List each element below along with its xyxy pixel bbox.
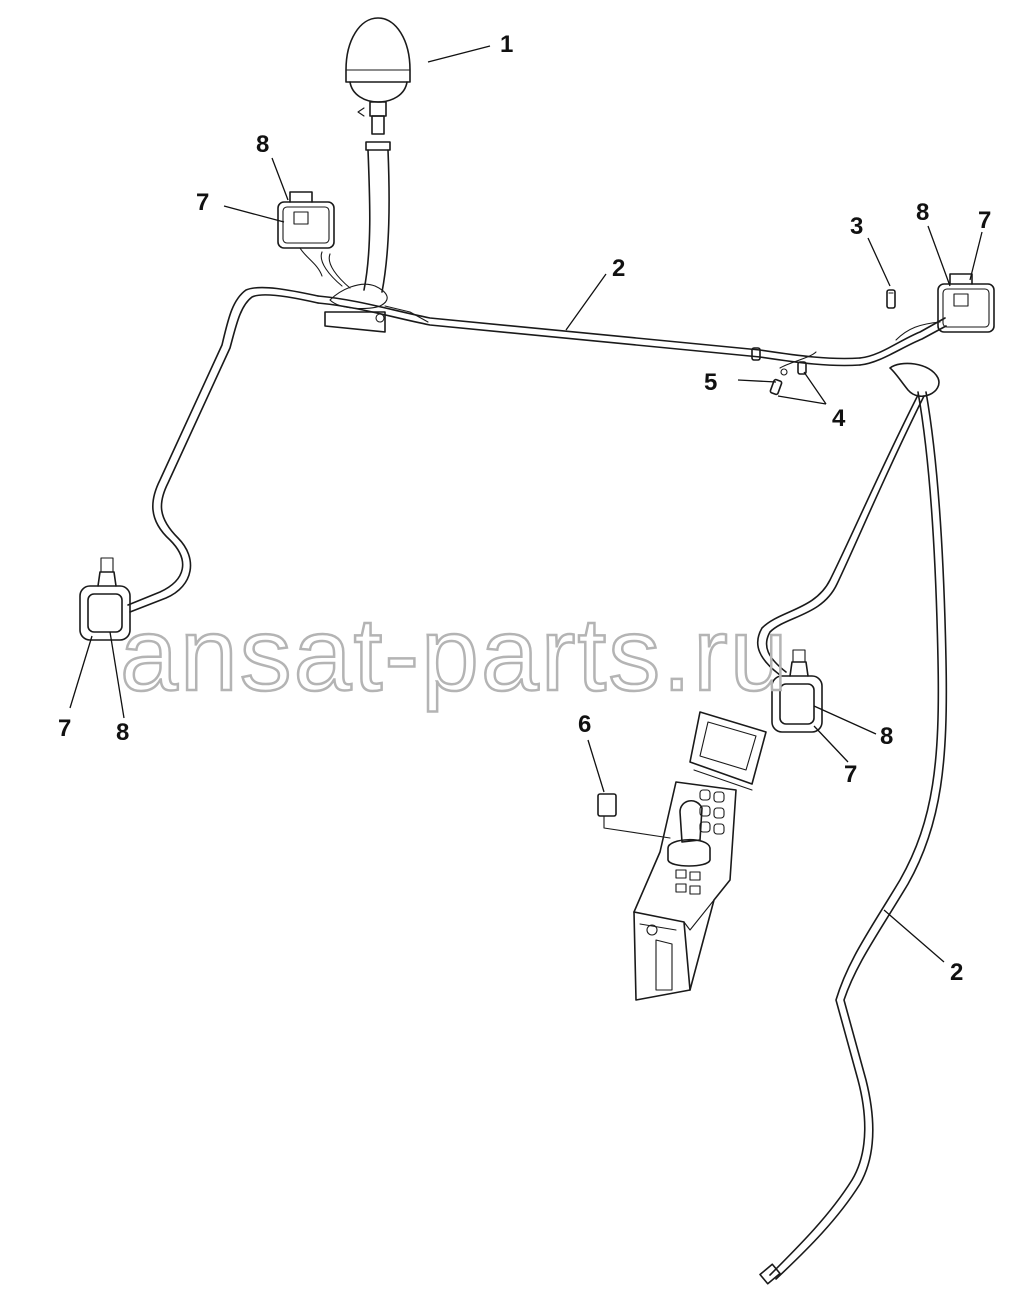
relay-component [597,793,671,839]
work-lamp-top-left [277,191,335,277]
callout-8-top-left: 8 [256,131,269,158]
console-keypad [675,789,725,895]
operator-console [633,711,767,1001]
callout-8-right: 8 [880,723,893,750]
harness-junction-bracket [320,251,429,333]
callout-5: 5 [704,369,717,396]
callout-7-top-left: 7 [196,189,209,216]
callout-7-top-right: 7 [978,207,991,234]
callout-1: 1 [500,31,513,58]
callout-7-left: 7 [58,715,71,742]
callout-8-top-right: 8 [916,199,929,226]
callout-2-bottom: 2 [950,959,963,986]
callout-labels: 1 8 7 2 3 8 7 5 4 7 8 6 8 7 2 [58,31,991,986]
main-wiring-harness [127,286,948,1285]
leader-lines [69,45,983,963]
callout-3: 3 [850,213,863,240]
callout-6: 6 [578,711,591,738]
work-lamp-left [79,557,131,641]
watermark-text: ansat-parts.ru [120,597,790,713]
harness-connectors [751,347,817,396]
fuse-component [886,289,896,309]
callout-8-left: 8 [116,719,129,746]
work-lamp-top-right [895,273,995,341]
callout-2-top: 2 [612,255,625,282]
callout-7-right: 7 [844,761,857,788]
work-lamp-right [771,649,823,733]
callout-4: 4 [832,405,846,432]
beacon-lamp [345,17,411,293]
